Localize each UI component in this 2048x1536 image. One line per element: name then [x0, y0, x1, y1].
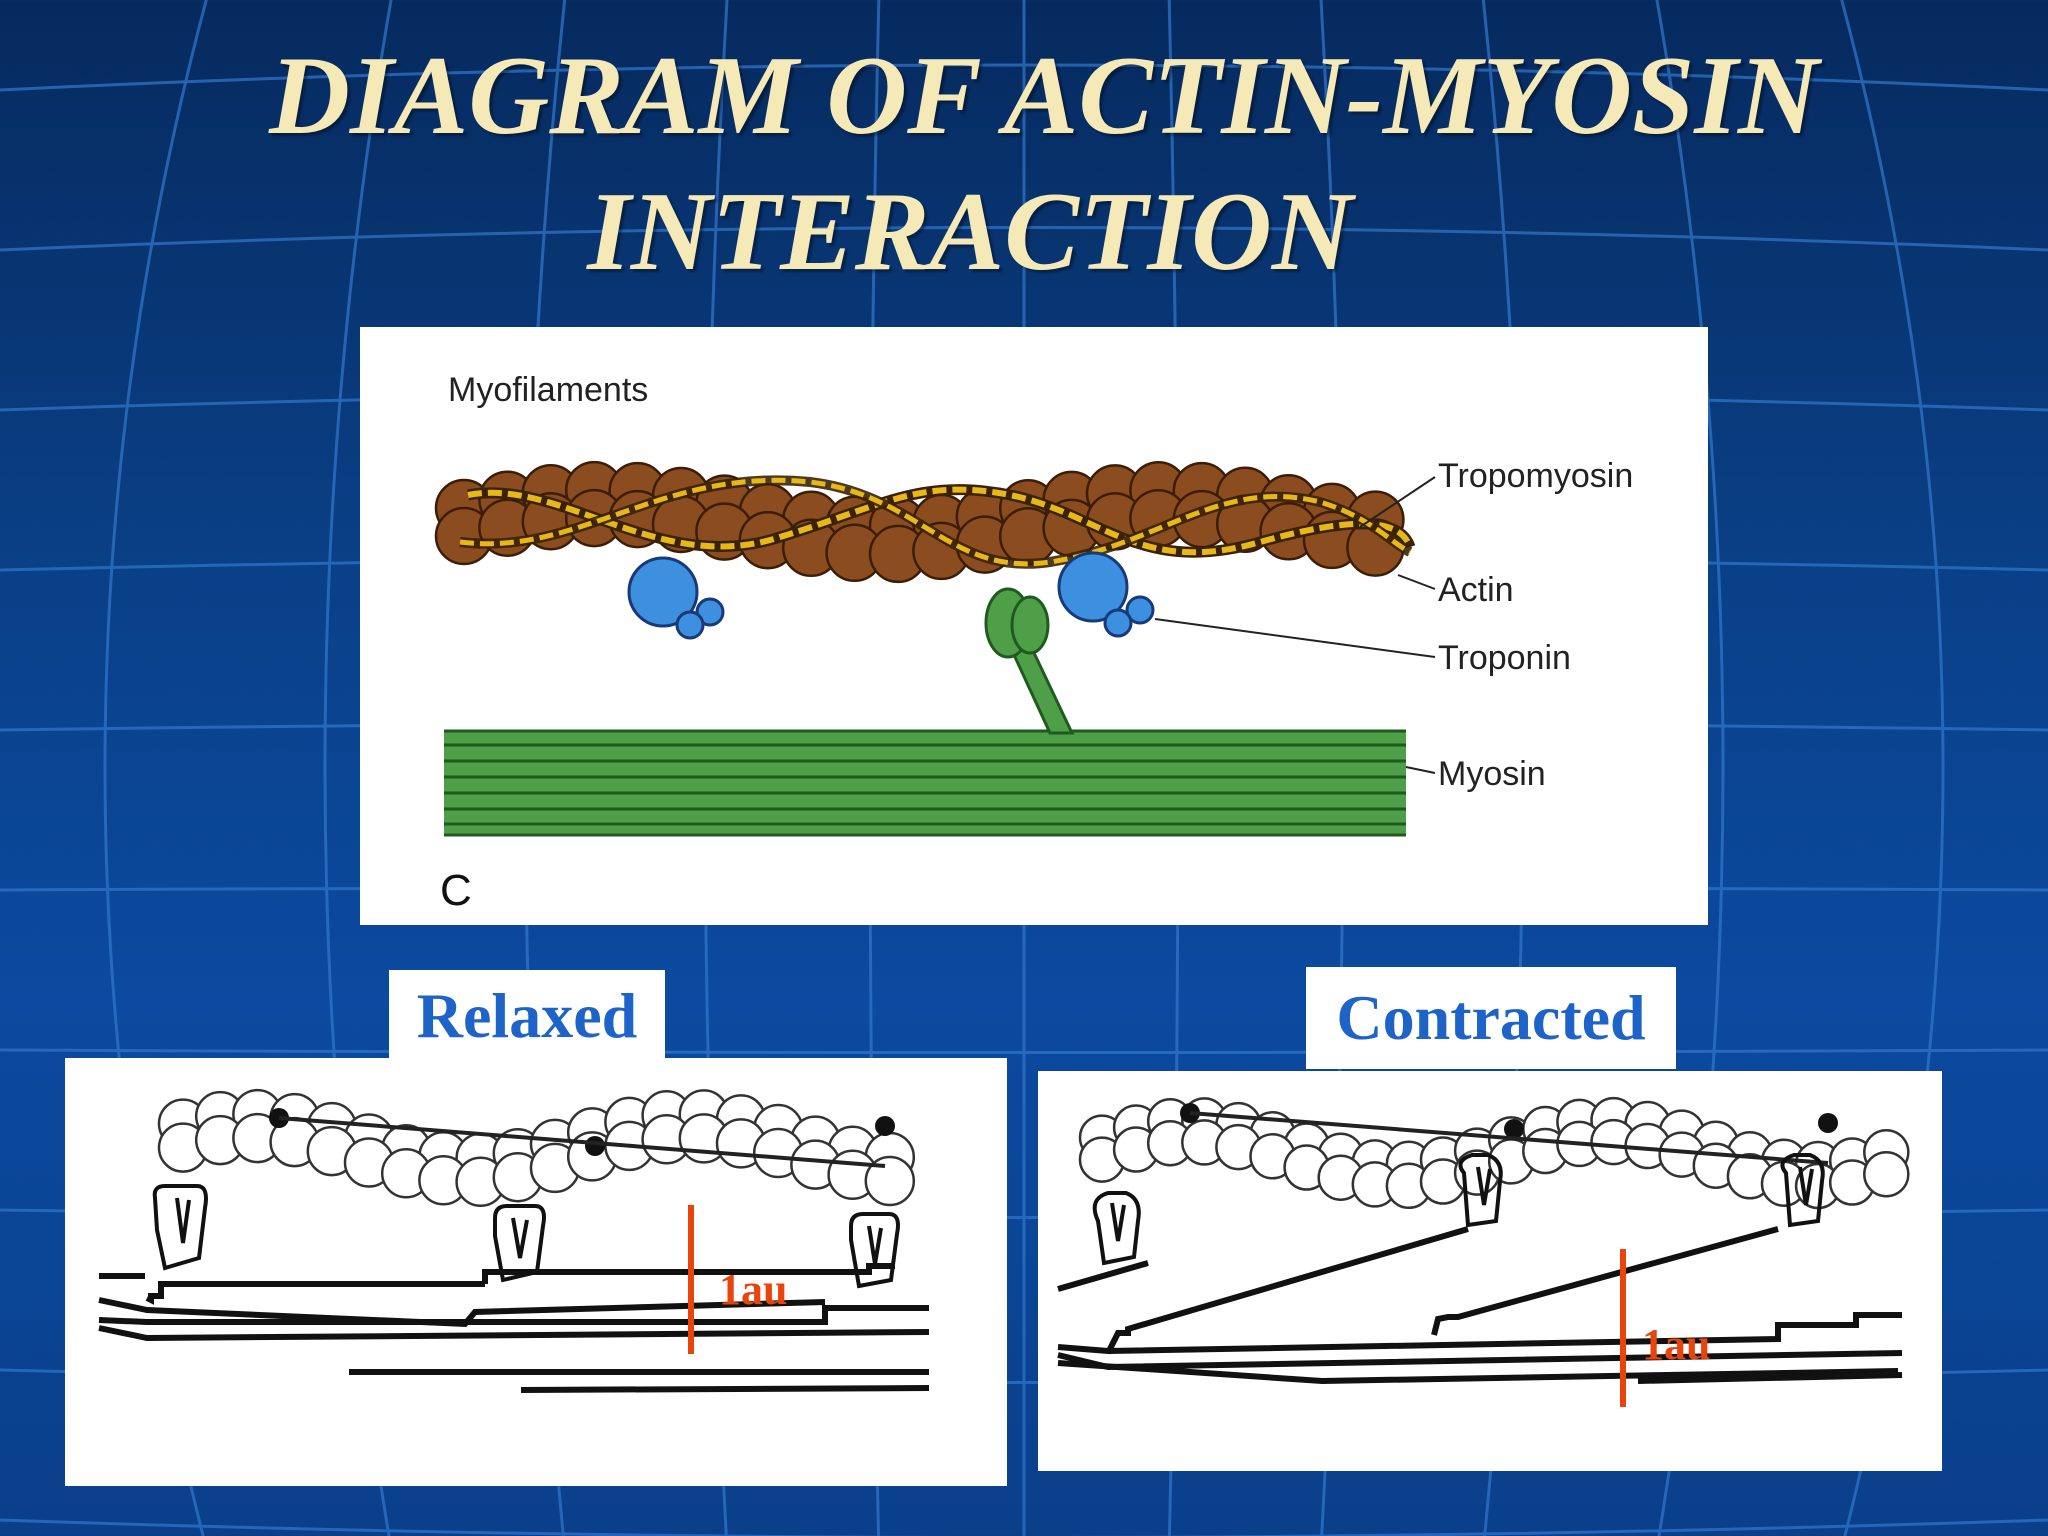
label-leader-lines	[1154, 476, 1436, 774]
troponin-complex-2	[1057, 551, 1155, 638]
panel-letter: C	[440, 866, 472, 915]
actin-monomer	[864, 1155, 916, 1207]
contracted-actin-filament	[1078, 1096, 1910, 1210]
relaxed-measure-label: 1au	[719, 1265, 787, 1314]
relaxed-actin-filament	[157, 1088, 916, 1208]
troponin-label: Troponin	[1438, 639, 1571, 677]
actin-filament	[434, 460, 1405, 584]
contracted-thick-filament	[1057, 1226, 1903, 1385]
contracted-measure-label: 1au	[1642, 1320, 1710, 1369]
troponin-marker	[1818, 1113, 1838, 1133]
tropomyosin-label: Tropomyosin	[1438, 457, 1633, 495]
relaxed-diagram: 1au	[98, 1088, 930, 1393]
relaxed-figure: 1au	[65, 1058, 1007, 1486]
myosin-filament	[444, 729, 1406, 837]
troponin-marker	[1504, 1119, 1524, 1139]
myosin-head	[984, 587, 1075, 735]
slide-title-line-2: INTERACTION	[587, 170, 1353, 294]
tropomyosin-line	[1189, 1111, 1829, 1165]
contracted-figure: 1au	[1038, 1071, 1942, 1471]
tropomyosin-line	[278, 1116, 886, 1168]
slide-title-line-1: DIAGRAM OF ACTIN-MYOSIN	[269, 34, 1819, 158]
myofilaments-heading: Myofilaments	[448, 371, 648, 409]
actin-label: Actin	[1438, 571, 1514, 609]
contracted-label: Contracted	[1306, 967, 1676, 1069]
contracted-myosin-heads	[1092, 1153, 1825, 1266]
relaxed-label: Relaxed	[389, 970, 665, 1062]
tropomyosin-strand	[459, 475, 1416, 569]
myosin-label: Myosin	[1438, 755, 1546, 793]
troponin-complex-1	[627, 556, 725, 640]
actin-monomer	[1863, 1150, 1910, 1198]
troponin-marker	[585, 1136, 605, 1156]
troponin-marker	[875, 1116, 895, 1136]
myofilaments-diagram: Myofilaments	[434, 371, 1633, 915]
contracted-diagram: 1au	[1057, 1096, 1910, 1407]
relaxed-thick-filament	[98, 1263, 930, 1393]
myofilaments-figure: Myofilaments	[360, 327, 1708, 925]
relaxed-myosin-heads	[152, 1184, 900, 1289]
